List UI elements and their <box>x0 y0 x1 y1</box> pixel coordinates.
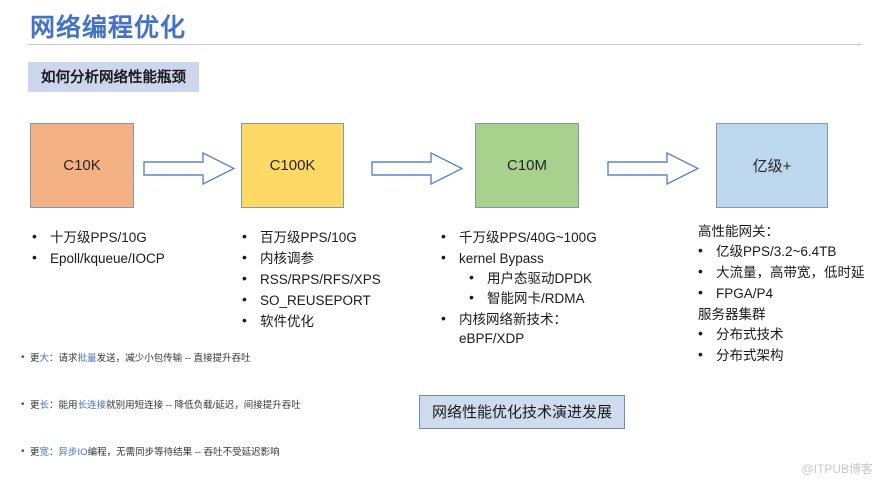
list-item: kernel Bypass 用户态驱动DPDK 智能网卡/RDMA <box>437 248 677 308</box>
list-item: 十万级PPS/10G <box>28 227 228 247</box>
right-arrow-icon <box>607 151 700 190</box>
note-keyword: 长连接 <box>77 400 107 411</box>
sub-list-item: 用户态驱动DPDK <box>459 268 677 288</box>
caption-box: 网络性能优化技术演进发展 <box>419 395 626 429</box>
list-item: FPGA/P4 <box>694 283 884 303</box>
list-item-label: kernel Bypass <box>459 251 544 266</box>
stage-box-c10m: C10M <box>475 123 579 208</box>
note-text: ： <box>49 447 59 458</box>
note-text: 编程，无需同步等待结果 -- 吞吐不受延迟影响 <box>87 447 280 458</box>
note-keyword: 异步IO <box>58 447 88 458</box>
group-heading-cluster: 服务器集群 <box>698 307 766 322</box>
list-item: 内核网络新技术： eBPF/XDP <box>437 309 677 348</box>
note-text: 就别用短连接 -- 降低负载/延迟，间接提升吞吐 <box>106 400 301 411</box>
list-item: 百万级PPS/10G <box>238 227 438 247</box>
note-longer: 更长：能用长连接就别用短连接 -- 降低负载/延迟，间接提升吞吐 <box>21 398 301 413</box>
stage-box-c100k: C100K <box>241 123 344 208</box>
note-bigger: 更大：请求批量发送，减少小包传输 -- 直接提升吞吐 <box>21 351 251 366</box>
list-item: 大流量，高带宽，低时延 <box>694 262 884 282</box>
note-keyword: 宽 <box>39 447 50 458</box>
stage-box-yiji: 亿级+ <box>716 123 828 208</box>
list-item-label: 内核网络新技术： <box>459 312 567 327</box>
bullet-column-yiji: 高性能网关： 亿级PPS/3.2~6.4TB 大流量，高带宽，低时延 FPGA/… <box>694 222 884 367</box>
watermark: @ITPUB博客 <box>801 462 873 476</box>
subtitle-chip: 如何分析网络性能瓶颈 <box>28 62 199 92</box>
note-text: 发送，减少小包传输 -- 直接提升吞吐 <box>96 353 251 364</box>
note-wider: 更宽：异步IO编程，无需同步等待结果 -- 吞吐不受延迟影响 <box>21 445 280 460</box>
list-item: 内核调参 <box>238 248 438 268</box>
list-item: 千万级PPS/40G~100G <box>437 227 677 247</box>
note-keyword: 长 <box>39 400 50 411</box>
note-text: ：能用 <box>49 400 78 411</box>
list-item: SO_REUSEPORT <box>238 290 438 310</box>
bullet-column-c10m: 千万级PPS/40G~100G kernel Bypass 用户态驱动DPDK … <box>437 227 677 350</box>
list-item: 分布式技术 <box>694 324 884 344</box>
stage-box-yiji-label: 亿级+ <box>752 158 792 175</box>
stage-box-c100k-label: C100K <box>269 157 316 174</box>
note-text: ：请求 <box>49 353 78 364</box>
list-item: Epoll/kqueue/IOCP <box>28 248 228 268</box>
note-text: 更 <box>30 353 40 364</box>
note-text: 更 <box>30 447 40 458</box>
list-item: 分布式架构 <box>694 345 884 365</box>
title-divider <box>27 44 862 45</box>
list-item: RSS/RPS/RFS/XPS <box>238 269 438 289</box>
note-keyword: 批量 <box>77 353 97 364</box>
bullet-column-c10k: 十万级PPS/10G Epoll/kqueue/IOCP <box>28 227 228 270</box>
group-heading-gateway: 高性能网关： <box>698 224 779 239</box>
note-keyword: 大 <box>39 353 50 364</box>
stage-box-c10k: C10K <box>30 123 134 208</box>
page-title: 网络编程优化 <box>30 14 187 42</box>
list-item-continuation: eBPF/XDP <box>459 331 525 346</box>
stage-box-c10k-label: C10K <box>63 157 101 174</box>
right-arrow-icon <box>371 151 464 190</box>
list-item: 软件优化 <box>238 311 438 331</box>
bullet-column-c100k: 百万级PPS/10G 内核调参 RSS/RPS/RFS/XPS SO_REUSE… <box>238 227 438 333</box>
list-item: 亿级PPS/3.2~6.4TB <box>694 241 884 261</box>
note-text: 更 <box>30 400 40 411</box>
right-arrow-icon <box>143 151 236 190</box>
sub-list-item: 智能网卡/RDMA <box>459 288 677 308</box>
stage-box-c10m-label: C10M <box>506 157 547 174</box>
